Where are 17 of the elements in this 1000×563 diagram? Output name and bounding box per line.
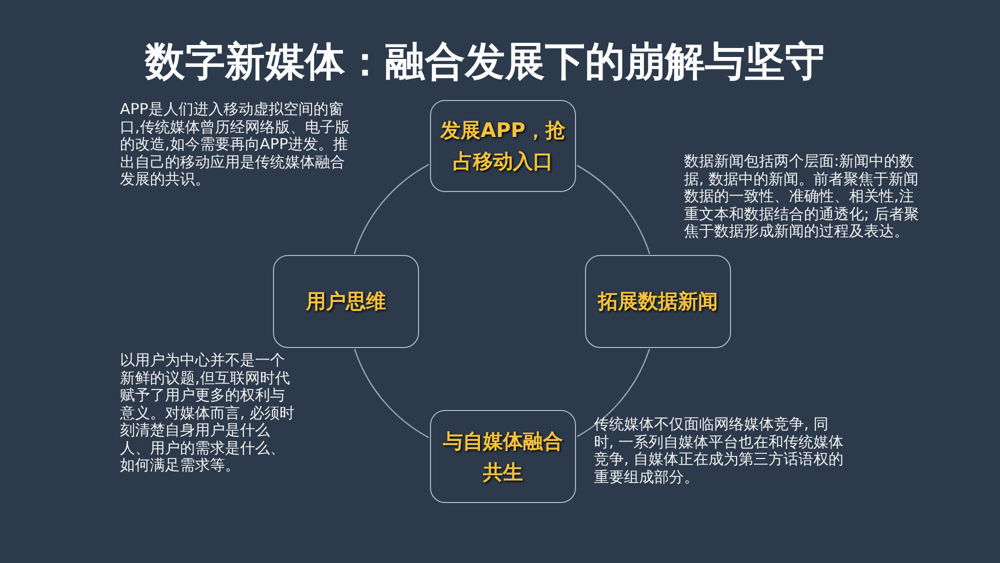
connector-arc: [354, 348, 430, 438]
node-label: 与自媒体融合共生: [442, 428, 564, 486]
rounded-box: [430, 100, 576, 192]
connector-arc: [576, 164, 650, 254]
node-label: 拓展数据新闻: [598, 288, 718, 315]
node-label: 发展APP，抢占移动入口: [439, 117, 566, 175]
connector-arc: [576, 348, 650, 438]
description-text: APP是人们进入移动虚拟空间的窗口,传统媒体曾历经网络版、电子版的改造,如今需要再向APP进发。推出自己的移动应用是传统媒体融合发展的共识。: [120, 101, 351, 188]
connector-arc: [354, 164, 430, 254]
rounded-box: [585, 255, 731, 348]
rounded-box: [273, 255, 419, 348]
rounded-box: [430, 410, 576, 503]
node-label: 用户思维: [306, 288, 386, 315]
description-text: 以用户为中心并不是一个新鲜的议题,但互联网时代赋予了用户更多的权利与意义。对媒体而言, 必须时刻清楚自身用户是什么人、用户的需求是什么、如何满足需求等。: [120, 352, 296, 474]
description-text: 数据新闻包括两个层面:新闻中的数据, 数据中的新闻。前者聚焦于新闻数据的一致性、准确性、相关性,注重文本和数据结合的通透化; 后者聚焦于数据形成新闻的过程及表达。: [684, 153, 920, 240]
title: 数字新媒体：融合发展下的崩解与坚守: [144, 38, 826, 87]
description-text: 传统媒体不仅面临网络媒体竞争, 同时, 一系列自媒体平台也在和传统媒体竞争, 自媒体正在成为第三方话语权的重要组成部分。: [594, 416, 844, 486]
